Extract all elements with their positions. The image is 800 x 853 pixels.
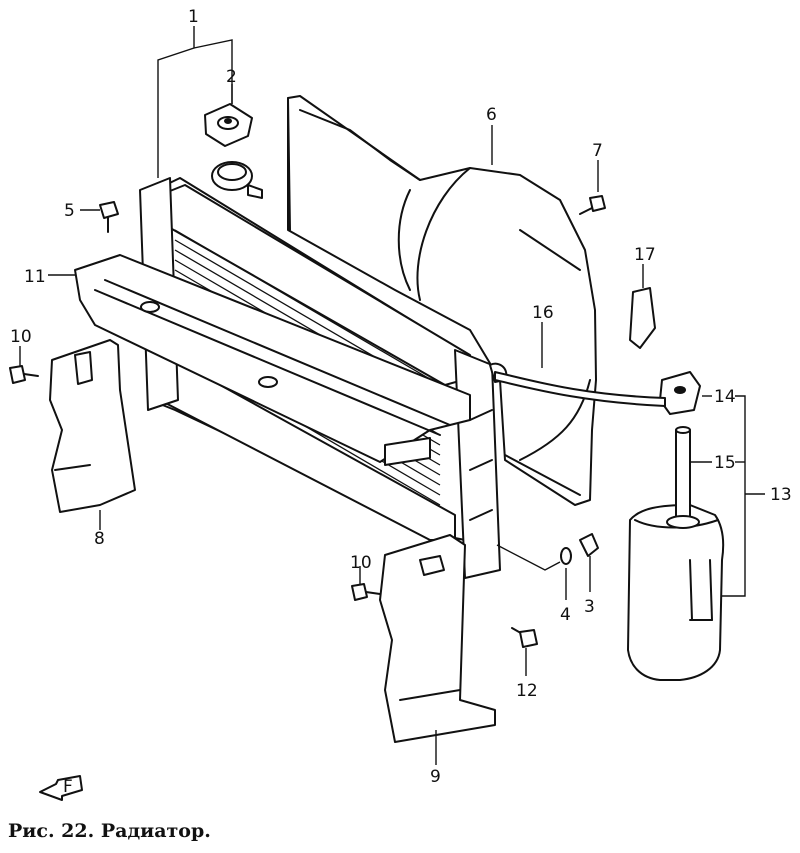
callout-11: 11 [24,267,46,287]
figure-caption: Рис. 22. Радиатор. [8,820,211,842]
bolt-7 [579,195,606,215]
upper-cross-member [74,254,471,466]
leader-lines [19,26,765,765]
callout-13: 13 [770,485,792,505]
callout-12: 12 [516,681,538,701]
drain-washer [560,547,572,565]
front-arrow-label: F [63,777,73,797]
reservoir-filler-tube [666,426,700,529]
reservoir-cap [659,371,701,415]
reservoir-tank [627,504,725,681]
bolt-10-left [9,365,39,384]
callout-1: 1 [188,7,199,27]
callout-15: 15 [714,453,736,473]
radiator-cap [204,103,253,147]
callout-16: 16 [532,303,554,323]
fan-shroud [287,95,597,506]
callout-8: 8 [94,529,105,549]
callout-3: 3 [584,597,595,617]
callout-2: 2 [226,67,237,87]
callout-14: 14 [714,387,736,407]
callout-labels: 1 2 3 4 5 6 7 8 9 10 10 11 12 13 14 15 1… [10,7,792,787]
right-side-bracket [379,534,496,743]
bolt-10-center [351,583,381,601]
front-arrow-icon: F [39,775,83,801]
overflow-hose [494,371,666,407]
callout-5: 5 [64,201,75,221]
bolt-12 [511,627,538,648]
left-side-bracket [49,339,136,513]
hose-clamp [629,287,656,349]
bolt-5 [99,201,119,233]
callout-10-center: 10 [350,553,372,573]
callout-10-left: 10 [10,327,32,347]
callout-7: 7 [592,141,603,161]
drain-plug [579,533,599,557]
callout-4: 4 [560,605,571,625]
callout-17: 17 [634,245,656,265]
callout-6: 6 [486,105,497,125]
callout-9: 9 [430,767,441,787]
